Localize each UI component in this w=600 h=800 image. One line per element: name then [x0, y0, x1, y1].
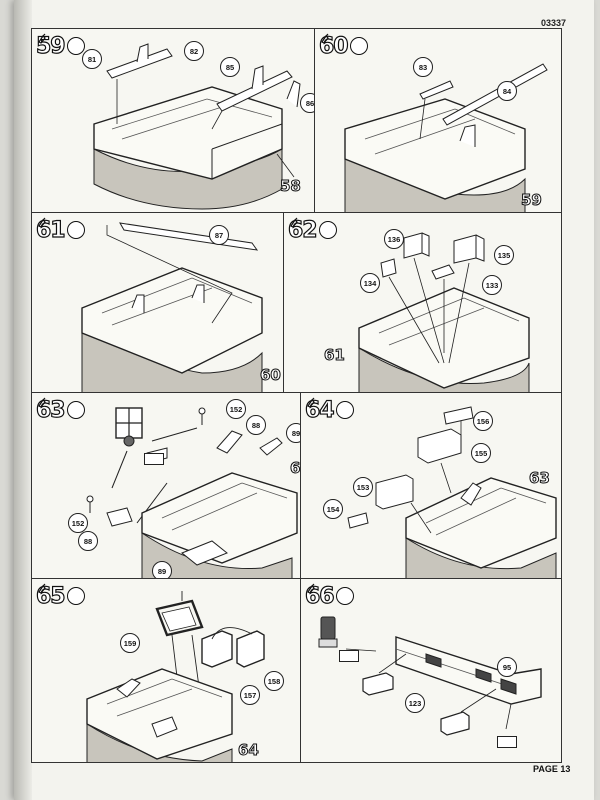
- part-callout: 133: [482, 275, 502, 295]
- glue-bottle-icon: [38, 33, 85, 55]
- step-panel-59: 59 81 82 85 86 58: [31, 28, 327, 215]
- step-number: 60: [318, 33, 349, 59]
- step-panel-62: 62 136 135 134 133 61: [283, 212, 562, 395]
- part-callout: 156: [473, 411, 493, 431]
- glue-bottle-icon: [290, 217, 337, 239]
- step-number: 61: [35, 217, 66, 243]
- assembly-drawing: [347, 406, 557, 580]
- step-panel-66: 66 95 123: [300, 578, 562, 763]
- assembly-drawing: [81, 222, 263, 394]
- part-callout: 88: [246, 415, 266, 435]
- part-callout: 155: [471, 443, 491, 463]
- page-number: PAGE 13: [533, 764, 571, 774]
- assembly-drawing: [93, 43, 301, 210]
- step-header: 64: [304, 397, 354, 423]
- step-number: 63: [35, 397, 66, 423]
- flag-marker-icon: [144, 453, 164, 465]
- assembly-drawing: [86, 591, 265, 762]
- flag-marker-icon: [497, 736, 517, 748]
- part-callout: 152: [68, 513, 88, 533]
- step-number: 66: [304, 583, 335, 609]
- step-number: 64: [304, 397, 335, 423]
- glue-bottle-icon: [38, 583, 85, 605]
- part-callout: 136: [384, 229, 404, 249]
- part-callout: 85: [220, 57, 240, 77]
- assembly-drawing: [358, 232, 530, 394]
- step-header: 61: [35, 217, 85, 243]
- step-panel-65: 65 159 158 157 64: [31, 578, 314, 763]
- step-number: 65: [35, 583, 66, 609]
- glue-bottle-icon: [38, 397, 85, 419]
- subassembly-reference: 58: [280, 177, 302, 196]
- part-callout: 157: [240, 685, 260, 705]
- subassembly-reference: 59: [521, 191, 543, 210]
- step-header: 60: [318, 33, 368, 59]
- step-panel-61: 61 87 60: [31, 212, 297, 395]
- part-callout: 123: [405, 693, 425, 713]
- step-panel-64: 64 156 155 153 154 63: [300, 392, 562, 581]
- step-header: 66: [304, 583, 354, 609]
- part-callout: 83: [413, 57, 433, 77]
- assembly-drawing: [344, 63, 548, 214]
- binding-shadow: [14, 0, 32, 800]
- glue-bottle-icon: [321, 33, 368, 55]
- instruction-page: 03337 59 81 82 85 86 58 60: [14, 0, 594, 800]
- part-callout: 95: [497, 657, 517, 677]
- part-callout: 154: [323, 499, 343, 519]
- subassembly-reference: 64: [238, 741, 260, 760]
- part-callout: 158: [264, 671, 284, 691]
- subassembly-reference: 63: [529, 469, 551, 488]
- step-number: 62: [287, 217, 318, 243]
- assembly-drawing: [86, 407, 298, 580]
- part-callout: 82: [184, 41, 204, 61]
- step-header: 65: [35, 583, 85, 609]
- step-panel-63: 63 152 88 89 15: [31, 392, 314, 581]
- part-callout: 135: [494, 245, 514, 265]
- step-number: 59: [35, 33, 66, 59]
- glue-bottle-icon: [38, 217, 85, 239]
- part-callout: 153: [353, 477, 373, 497]
- flag-marker-icon: [339, 650, 359, 662]
- part-callout: 89: [152, 561, 172, 580]
- subassembly-reference: 60: [260, 366, 282, 385]
- assembly-drawing: [318, 616, 542, 736]
- part-callout: 88: [78, 531, 98, 551]
- step-header: 59: [35, 33, 85, 59]
- glue-bottle-icon: [307, 397, 354, 419]
- document-code: 03337: [541, 18, 567, 28]
- part-callout: 159: [120, 633, 140, 653]
- part-callout: 84: [497, 81, 517, 101]
- step-panel-60: 60 83 84 59: [314, 28, 562, 215]
- glue-bottle-icon: [307, 583, 354, 605]
- part-callout: 152: [226, 399, 246, 419]
- part-callout: 87: [209, 225, 229, 245]
- step-header: 62: [287, 217, 337, 243]
- part-callout: 81: [82, 49, 102, 69]
- part-callout: 134: [360, 273, 380, 293]
- subassembly-reference: 61: [324, 346, 346, 365]
- step-header: 63: [35, 397, 85, 423]
